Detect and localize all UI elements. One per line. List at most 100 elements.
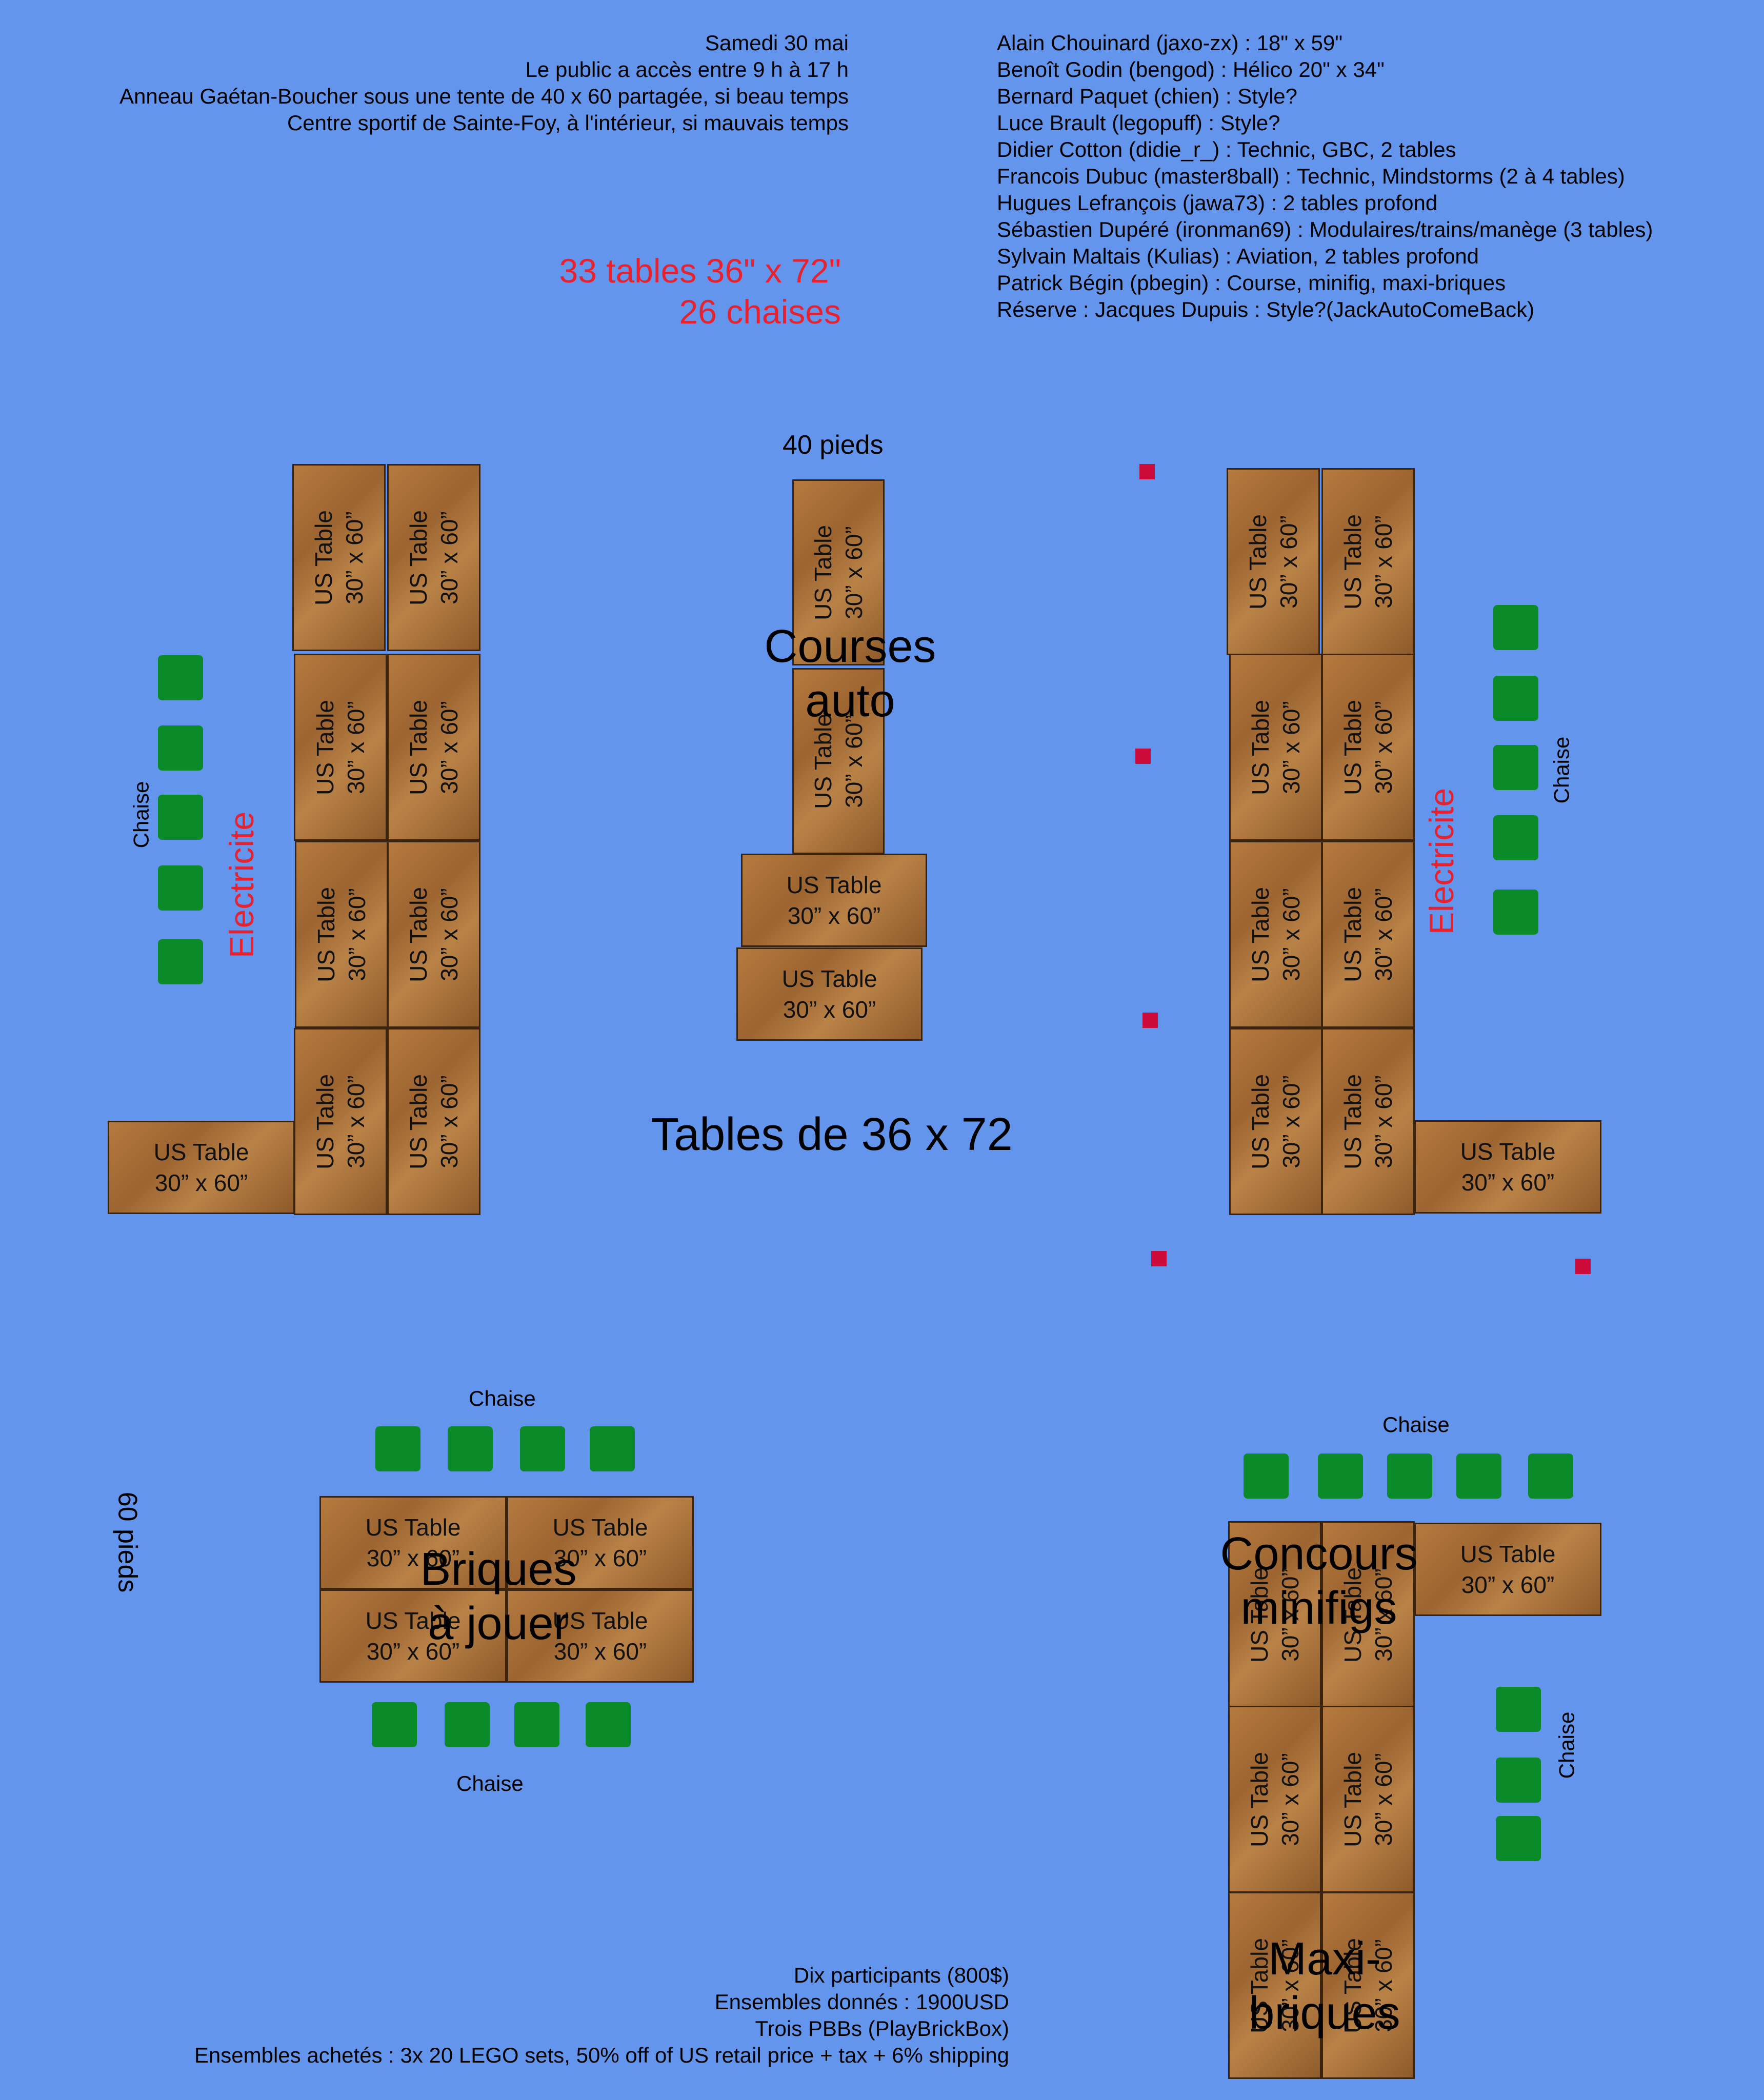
summary-pbb: Trois PBBs (PlayBrickBox) <box>755 2016 1009 2041</box>
chair <box>445 1702 490 1747</box>
event-location-bad-weather: Centre sportif de Sainte-Foy, à l'intéri… <box>287 111 849 135</box>
chair <box>520 1426 565 1471</box>
chair <box>1496 1816 1541 1861</box>
chair <box>158 655 203 700</box>
total-chairs: 26 chaises <box>679 293 841 331</box>
marker <box>1139 464 1155 479</box>
participant-item: Luce Brault (legopuff) : Style? <box>997 111 1280 135</box>
briques-a-jouer-label: Briques à jouer <box>420 1544 577 1649</box>
chair <box>1496 1758 1541 1803</box>
chair <box>1496 1687 1541 1732</box>
summary-sets-bought: Ensembles achetés : 3x 20 LEGO sets, 50%… <box>194 2043 1009 2067</box>
marker <box>1151 1251 1167 1266</box>
event-location-good-weather: Anneau Gaétan-Boucher sous une tente de … <box>119 84 849 108</box>
chair <box>158 725 203 771</box>
chair <box>1318 1453 1363 1499</box>
total-tables: 33 tables 36" x 72" <box>559 252 841 290</box>
participant-item: Sylvain Maltais (Kulias) : Aviation, 2 t… <box>997 244 1479 268</box>
electricite-label: Electricite <box>1422 788 1461 935</box>
chair <box>448 1426 493 1471</box>
chair <box>158 795 203 840</box>
summary-sets-given: Ensembles donnés : 1900USD <box>714 1990 1009 2014</box>
courses-auto-label: Courses auto <box>764 621 936 726</box>
chair <box>1528 1453 1573 1499</box>
chaise-label: Chaise <box>129 781 153 849</box>
participant-item: Didier Cotton (didie_r_) : Technic, GBC,… <box>997 137 1456 161</box>
chair <box>590 1426 635 1471</box>
participant-item: Réserve : Jacques Dupuis : Style?(JackAu… <box>997 297 1535 321</box>
chair <box>375 1426 420 1471</box>
participant-item: Bernard Paquet (chien) : Style? <box>997 84 1297 108</box>
chair <box>1493 890 1538 935</box>
marker <box>1575 1259 1591 1274</box>
chaise-label: Chaise <box>456 1771 524 1795</box>
chair <box>514 1702 559 1747</box>
chaise-label: Chaise <box>1549 736 1574 804</box>
chair <box>158 939 203 984</box>
depth-label: 60 pieds <box>112 1491 143 1593</box>
participant-item: Francois Dubuc (master8ball) : Technic, … <box>997 164 1625 188</box>
chair <box>158 865 203 911</box>
chair <box>1493 745 1538 790</box>
event-info: Samedi 30 mai Le public a accès entre 9 … <box>21 30 849 136</box>
chaise-label: Chaise <box>469 1386 536 1410</box>
chair <box>1244 1453 1289 1499</box>
chair <box>372 1702 417 1747</box>
center-label: Tables de 36 x 72 <box>651 1109 1013 1160</box>
concours-minifigs-label: Concours minifigs <box>1220 1528 1418 1634</box>
participant-item: Benoît Godin (bengod) : Hélico 20" x 34" <box>997 57 1385 82</box>
summary-participants: Dix participants (800$) <box>793 1963 1009 1987</box>
participant-item: Hugues Lefrançois (jawa73) : 2 tables pr… <box>997 191 1438 215</box>
marker <box>1142 1013 1158 1028</box>
chair <box>1493 676 1538 721</box>
marker <box>1135 749 1151 764</box>
chair <box>586 1702 631 1747</box>
event-hours: Le public a accès entre 9 h à 17 h <box>525 57 849 82</box>
participants-list: Alain Chouinard (jaxo-zx) : 18" x 59" Be… <box>997 30 1653 323</box>
chair <box>1493 815 1538 860</box>
chaise-label: Chaise <box>1554 1711 1579 1779</box>
event-date: Samedi 30 mai <box>705 31 849 55</box>
participant-item: Patrick Bégin (pbegin) : Course, minifig… <box>997 271 1506 295</box>
width-label: 40 pieds <box>783 430 884 460</box>
chair <box>1387 1453 1432 1499</box>
chaise-label: Chaise <box>1382 1412 1450 1437</box>
maxi-briques-label: Maxi- briques <box>1249 1933 1400 2039</box>
chair <box>1493 605 1538 650</box>
participant-item: Alain Chouinard (jaxo-zx) : 18" x 59" <box>997 31 1343 55</box>
chair <box>1456 1453 1501 1499</box>
summary: Dix participants (800$) Ensembles donnés… <box>51 1962 1009 2069</box>
participant-item: Sébastien Dupéré (ironman69) : Modulaire… <box>997 217 1653 241</box>
